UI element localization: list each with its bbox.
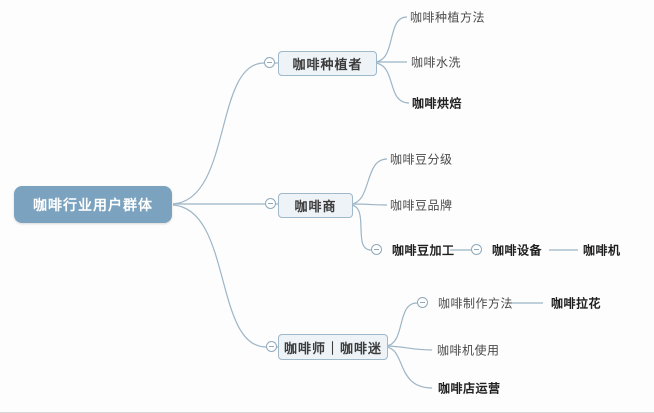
collapse-toggle-growers[interactable] <box>264 57 275 68</box>
branch-node-coffee-growers[interactable]: 咖啡种植者 <box>278 51 377 76</box>
leaf-planting-method[interactable]: 咖啡种植方法 <box>410 10 486 25</box>
leaf-latte-art[interactable]: 咖啡拉花 <box>551 296 602 311</box>
connector-root-barista <box>172 204 267 348</box>
leaf-machine-usage[interactable]: 咖啡机使用 <box>437 343 500 358</box>
leaf-bean-brand[interactable]: 咖啡豆品牌 <box>390 198 453 213</box>
leaf-making-method[interactable]: 咖啡制作方法 <box>438 296 514 311</box>
leaf-shop-operation[interactable]: 咖啡店运营 <box>438 381 501 396</box>
leaf-coffee-machine[interactable]: 咖啡机 <box>583 243 621 258</box>
leaf-washing[interactable]: 咖啡水洗 <box>411 55 462 70</box>
collapse-toggle-bean-processing[interactable] <box>371 244 382 255</box>
branch-node-barista-fans[interactable]: 咖啡师｜咖啡迷 <box>278 334 388 360</box>
connector-root-growers <box>172 62 265 205</box>
leaf-coffee-equipment[interactable]: 咖啡设备 <box>492 243 543 258</box>
root-node[interactable]: 咖啡行业用户群体 <box>14 186 172 223</box>
collapse-toggle-merchant[interactable] <box>265 198 276 209</box>
collapse-toggle-making-method[interactable] <box>417 297 428 308</box>
leaf-bean-grading[interactable]: 咖啡豆分级 <box>390 152 453 167</box>
leaf-bean-processing[interactable]: 咖啡豆加工 <box>392 243 455 258</box>
collapse-toggle-barista[interactable] <box>266 341 277 352</box>
collapse-toggle-equipment[interactable] <box>471 244 482 255</box>
branch-node-coffee-merchant[interactable]: 咖啡商 <box>278 193 353 218</box>
leaf-roasting[interactable]: 咖啡烘焙 <box>412 96 463 111</box>
